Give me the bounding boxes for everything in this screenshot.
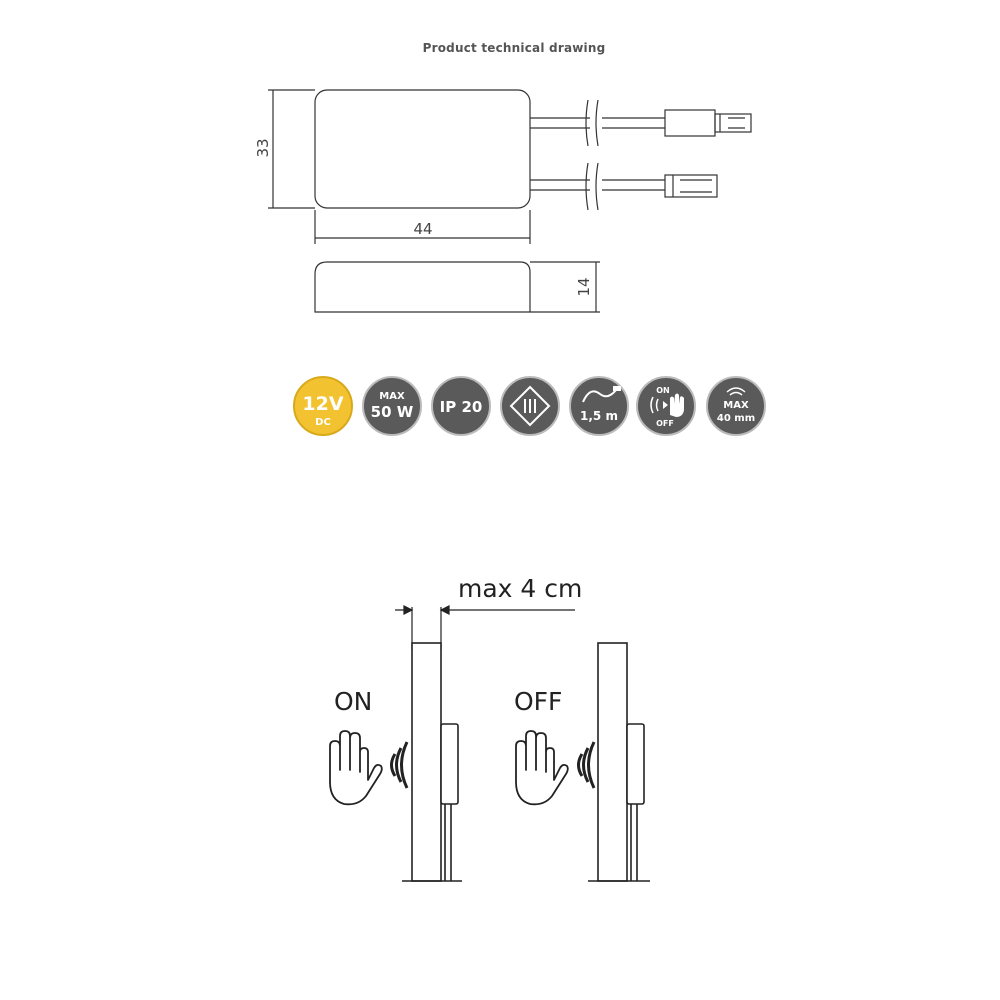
switch-badge: ON OFF bbox=[636, 376, 696, 436]
off-panel bbox=[588, 642, 650, 882]
technical-drawing: 33 44 14 bbox=[254, 89, 752, 313]
cable-icon bbox=[582, 389, 617, 403]
on-panel bbox=[402, 642, 462, 882]
device-side-view bbox=[314, 261, 531, 313]
voltage-badge-sub: DC bbox=[315, 417, 331, 428]
feature-badges: 12V DC MAX 50 W IP 20 1,5 m bbox=[293, 376, 766, 436]
sensor-wave-icon bbox=[577, 741, 596, 789]
class-3-insulation-icon bbox=[500, 376, 560, 436]
hand-sensor-icon bbox=[670, 393, 684, 417]
cable-badge: 1,5 m bbox=[569, 376, 629, 436]
power-badge-top: MAX bbox=[379, 391, 405, 402]
hand-icon bbox=[515, 730, 569, 806]
ip-badge: IP 20 bbox=[431, 376, 491, 436]
page-title: Product technical drawing bbox=[422, 41, 606, 55]
off-label: OFF bbox=[514, 687, 562, 716]
width-dimension-label: 44 bbox=[413, 220, 432, 238]
power-badge-main: 50 W bbox=[371, 403, 414, 421]
distance-label: max 4 cm bbox=[458, 574, 582, 603]
range-badge: MAX 40 mm bbox=[706, 376, 766, 436]
hand-icon bbox=[329, 730, 383, 806]
usage-diagram: max 4 cm ON bbox=[329, 574, 650, 882]
connector-2 bbox=[664, 174, 718, 198]
sensor-wave-icon bbox=[390, 741, 409, 789]
switch-badge-top: ON bbox=[656, 386, 670, 395]
ip-badge-main: IP 20 bbox=[440, 398, 483, 416]
on-label: ON bbox=[334, 687, 372, 716]
voltage-badge: 12V DC bbox=[293, 376, 353, 436]
voltage-badge-main: 12V bbox=[302, 393, 343, 415]
depth-dimension-label: 14 bbox=[575, 277, 593, 296]
sensor-wave-icon bbox=[726, 387, 746, 396]
switch-badge-bottom: OFF bbox=[656, 419, 674, 428]
height-dimension-label: 33 bbox=[254, 138, 272, 157]
cable-badge-main: 1,5 m bbox=[580, 409, 618, 423]
power-badge: MAX 50 W bbox=[362, 376, 422, 436]
connector-1 bbox=[664, 109, 716, 137]
device-top-view bbox=[314, 89, 531, 209]
range-badge-main: 40 mm bbox=[717, 413, 755, 424]
range-badge-top: MAX bbox=[723, 400, 749, 411]
